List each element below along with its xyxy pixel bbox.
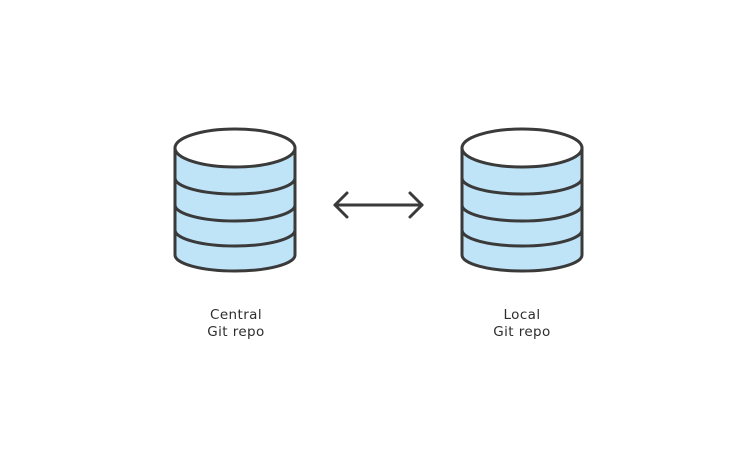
arrow-head-left	[333, 191, 349, 219]
arrow-head-right	[408, 191, 424, 219]
double-arrow-icon	[333, 191, 424, 219]
local-database-body	[460, 146, 584, 273]
local-repo-label: Local Git repo	[442, 307, 602, 341]
central-database-top	[173, 127, 297, 169]
central-repo-label-line2: Git repo	[207, 324, 265, 340]
local-database-icon	[460, 127, 584, 273]
local-database-band-3	[460, 228, 584, 248]
local-repo-label-line2: Git repo	[493, 324, 551, 340]
central-repo-label: Central Git repo	[156, 307, 316, 341]
central-database-body	[173, 146, 297, 273]
local-database-band-2	[460, 203, 584, 223]
local-database-top	[460, 127, 584, 169]
local-repo-label-line1: Local	[503, 307, 541, 323]
local-database-band-1	[460, 176, 584, 196]
central-database-icon	[173, 127, 297, 273]
central-database-band-3	[173, 228, 297, 248]
central-database-band-2	[173, 203, 297, 223]
central-repo-label-line1: Central	[210, 307, 262, 323]
central-database-band-1	[173, 176, 297, 196]
